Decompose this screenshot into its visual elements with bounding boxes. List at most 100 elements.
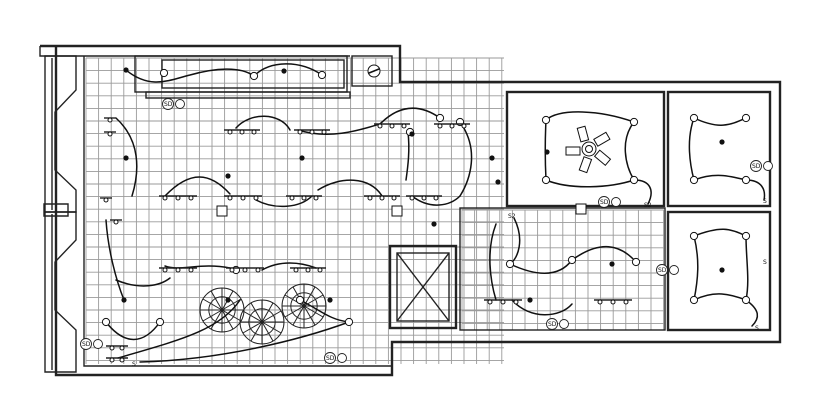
track-light-icon [162, 267, 168, 273]
rotunda-spoke [284, 305, 305, 318]
track-light-icon [109, 357, 115, 363]
smoke-detector-ring [337, 353, 347, 363]
track-light-icon [401, 123, 407, 129]
smoke-detector-label: SD [752, 163, 761, 170]
rotunda-spoke [221, 309, 242, 322]
rotunda-spoke [261, 310, 282, 323]
track-light-icon [227, 129, 233, 135]
track-light-icon [437, 123, 443, 129]
light-fixture-icon [629, 117, 639, 127]
ceiling-light-icon [719, 139, 725, 145]
switch-icon: S [132, 361, 136, 368]
track-light-icon [449, 123, 455, 129]
track-light-icon [297, 129, 303, 135]
rotunda-spoke [261, 321, 282, 334]
smoke-detector-label: SD [82, 341, 91, 348]
track-light-icon [240, 195, 246, 201]
switch-icon: S2 [644, 202, 652, 209]
junction-boxes [216, 203, 587, 217]
smoke-detector-icon [162, 98, 174, 110]
light-fixture-icon [631, 257, 641, 267]
smoke-detector-ring [175, 99, 185, 109]
track-light-icon [487, 299, 493, 305]
track-light-icon [109, 345, 115, 351]
track-light-icon [175, 267, 181, 273]
light-fixture-icon [317, 70, 327, 80]
track-light-icon [253, 195, 259, 201]
ceiling-light-icon [544, 149, 550, 155]
ceiling-light-icon [225, 297, 231, 303]
light-fixture-icon [505, 259, 515, 269]
switch-icon: S [763, 198, 767, 205]
rotunda-spoke [284, 294, 305, 307]
smoke-detector-label: SD [164, 101, 173, 108]
light-fixture-icon [689, 113, 699, 123]
rotunda-spoke [210, 309, 223, 330]
track-light-icon [188, 267, 194, 273]
track-light-icon [500, 299, 506, 305]
track-light-icon [377, 123, 383, 129]
track-light-icon [367, 195, 373, 201]
smoke-detector-label: SD [326, 355, 335, 362]
track-lights [100, 117, 632, 363]
spiral-stair-rotunda [199, 283, 327, 345]
track-light-icon [113, 219, 119, 225]
rotunda-spoke [250, 302, 263, 323]
switch-icon: S [755, 325, 759, 332]
rotunda-spoke [221, 298, 242, 311]
rotunda-spoke [261, 302, 274, 323]
smoke-detector-ring [611, 197, 621, 207]
light-fixture-icon [541, 175, 551, 185]
ceiling-light-icon [409, 131, 415, 137]
track-light-icon [461, 123, 467, 129]
track-light-icon [188, 195, 194, 201]
light-fixture-icon [741, 175, 751, 185]
ceiling-light-icon [225, 173, 231, 179]
switch-icon: S [763, 259, 767, 266]
smoke-detector-ring [763, 161, 773, 171]
smoke-detector-label: SD [600, 199, 609, 206]
rotunda-spoke [242, 321, 263, 334]
ceiling-light-icon [123, 67, 129, 73]
ceiling-light-icon [527, 297, 533, 303]
smoke-detector-ring [93, 339, 103, 349]
smoke-detector-ring [669, 265, 679, 275]
track-light-icon [597, 299, 603, 305]
track-light-icon [119, 357, 125, 363]
ceiling-light-icon [489, 155, 495, 161]
track-light-icon [513, 299, 519, 305]
track-light-icon [239, 129, 245, 135]
ceiling-light-icon [719, 267, 725, 273]
ceiling-lights [121, 67, 725, 303]
track-light-icon [313, 195, 319, 201]
track-light-icon [421, 195, 427, 201]
light-fixture-icon [567, 255, 577, 265]
track-light-icon [107, 131, 113, 137]
ceiling-light-icon [327, 297, 333, 303]
track-light-icon [433, 195, 439, 201]
rotunda-spoke [202, 298, 223, 311]
rotunda-spoke [261, 321, 274, 342]
rotunda-spoke [210, 290, 223, 311]
light-fixture-icon [155, 317, 165, 327]
smoke-detector-icon [80, 338, 92, 350]
track-light-icon [317, 267, 323, 273]
track-light-icon [107, 117, 113, 123]
smoke-detector-label: SD [548, 321, 557, 328]
ceiling-light-icon [609, 261, 615, 267]
rotunda-spoke [242, 310, 263, 323]
track-light-icon [623, 299, 629, 305]
track-light-icon [309, 129, 315, 135]
track-light-icon [301, 195, 307, 201]
light-fixture-icon [541, 115, 551, 125]
rotunda-spoke [221, 309, 234, 330]
track-light-icon [242, 267, 248, 273]
track-light-icon [391, 195, 397, 201]
smoke-detector-ring [559, 319, 569, 329]
ceiling-light-icon [495, 179, 501, 185]
track-light-icon [389, 123, 395, 129]
track-light-icon [610, 299, 616, 305]
ceiling-light-icon [123, 155, 129, 161]
rotunda-spoke [303, 305, 324, 318]
